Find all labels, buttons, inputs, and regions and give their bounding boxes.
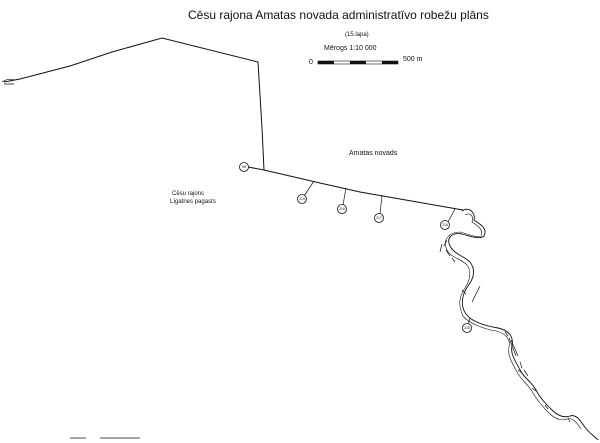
border-point-marker: 215	[462, 323, 472, 333]
area-label-ligatnes: Līgatnes pagasts	[170, 199, 216, 205]
boundary-line-north	[3, 37, 265, 171]
border-point-label: 218	[339, 207, 345, 211]
border-point-marker: 98	[239, 162, 249, 172]
sheet-number: (15.lapa)	[345, 32, 369, 38]
border-point-marker: 217	[374, 213, 384, 223]
border-point-marker: 219	[297, 194, 307, 204]
border-point-label: 216	[442, 223, 448, 227]
area-label-cesu-rajons: Cēsu rajons	[172, 191, 204, 197]
border-point-label: 217	[376, 216, 382, 220]
boundary-line-east	[247, 166, 464, 211]
border-point-marker: 216	[440, 220, 450, 230]
marker-tick	[447, 208, 456, 223]
edge-mark-left	[1, 78, 15, 85]
map-title: Cēsu rajona Amatas novada administratīvo…	[188, 8, 489, 22]
river-boundary-inner	[445, 213, 582, 430]
marker-tick	[342, 187, 347, 206]
river-hatch	[439, 239, 571, 423]
scale-end-label: 500 m	[403, 56, 423, 63]
border-point-marker: 218	[337, 204, 347, 214]
border-point-label: 219	[299, 197, 305, 201]
border-point-label: 98	[242, 165, 246, 169]
marker-tick	[303, 180, 315, 197]
marker-tick	[379, 194, 383, 215]
area-label-amatas: Amatas novads	[349, 150, 398, 157]
scale-bar: 0 500 m	[309, 56, 423, 66]
scale-label: Mērogs 1:10 000	[324, 45, 377, 52]
river-boundary	[448, 208, 599, 441]
scale-start-label: 0	[309, 59, 313, 66]
river-bank-segment	[471, 285, 529, 377]
border-point-label: 215	[464, 326, 470, 330]
